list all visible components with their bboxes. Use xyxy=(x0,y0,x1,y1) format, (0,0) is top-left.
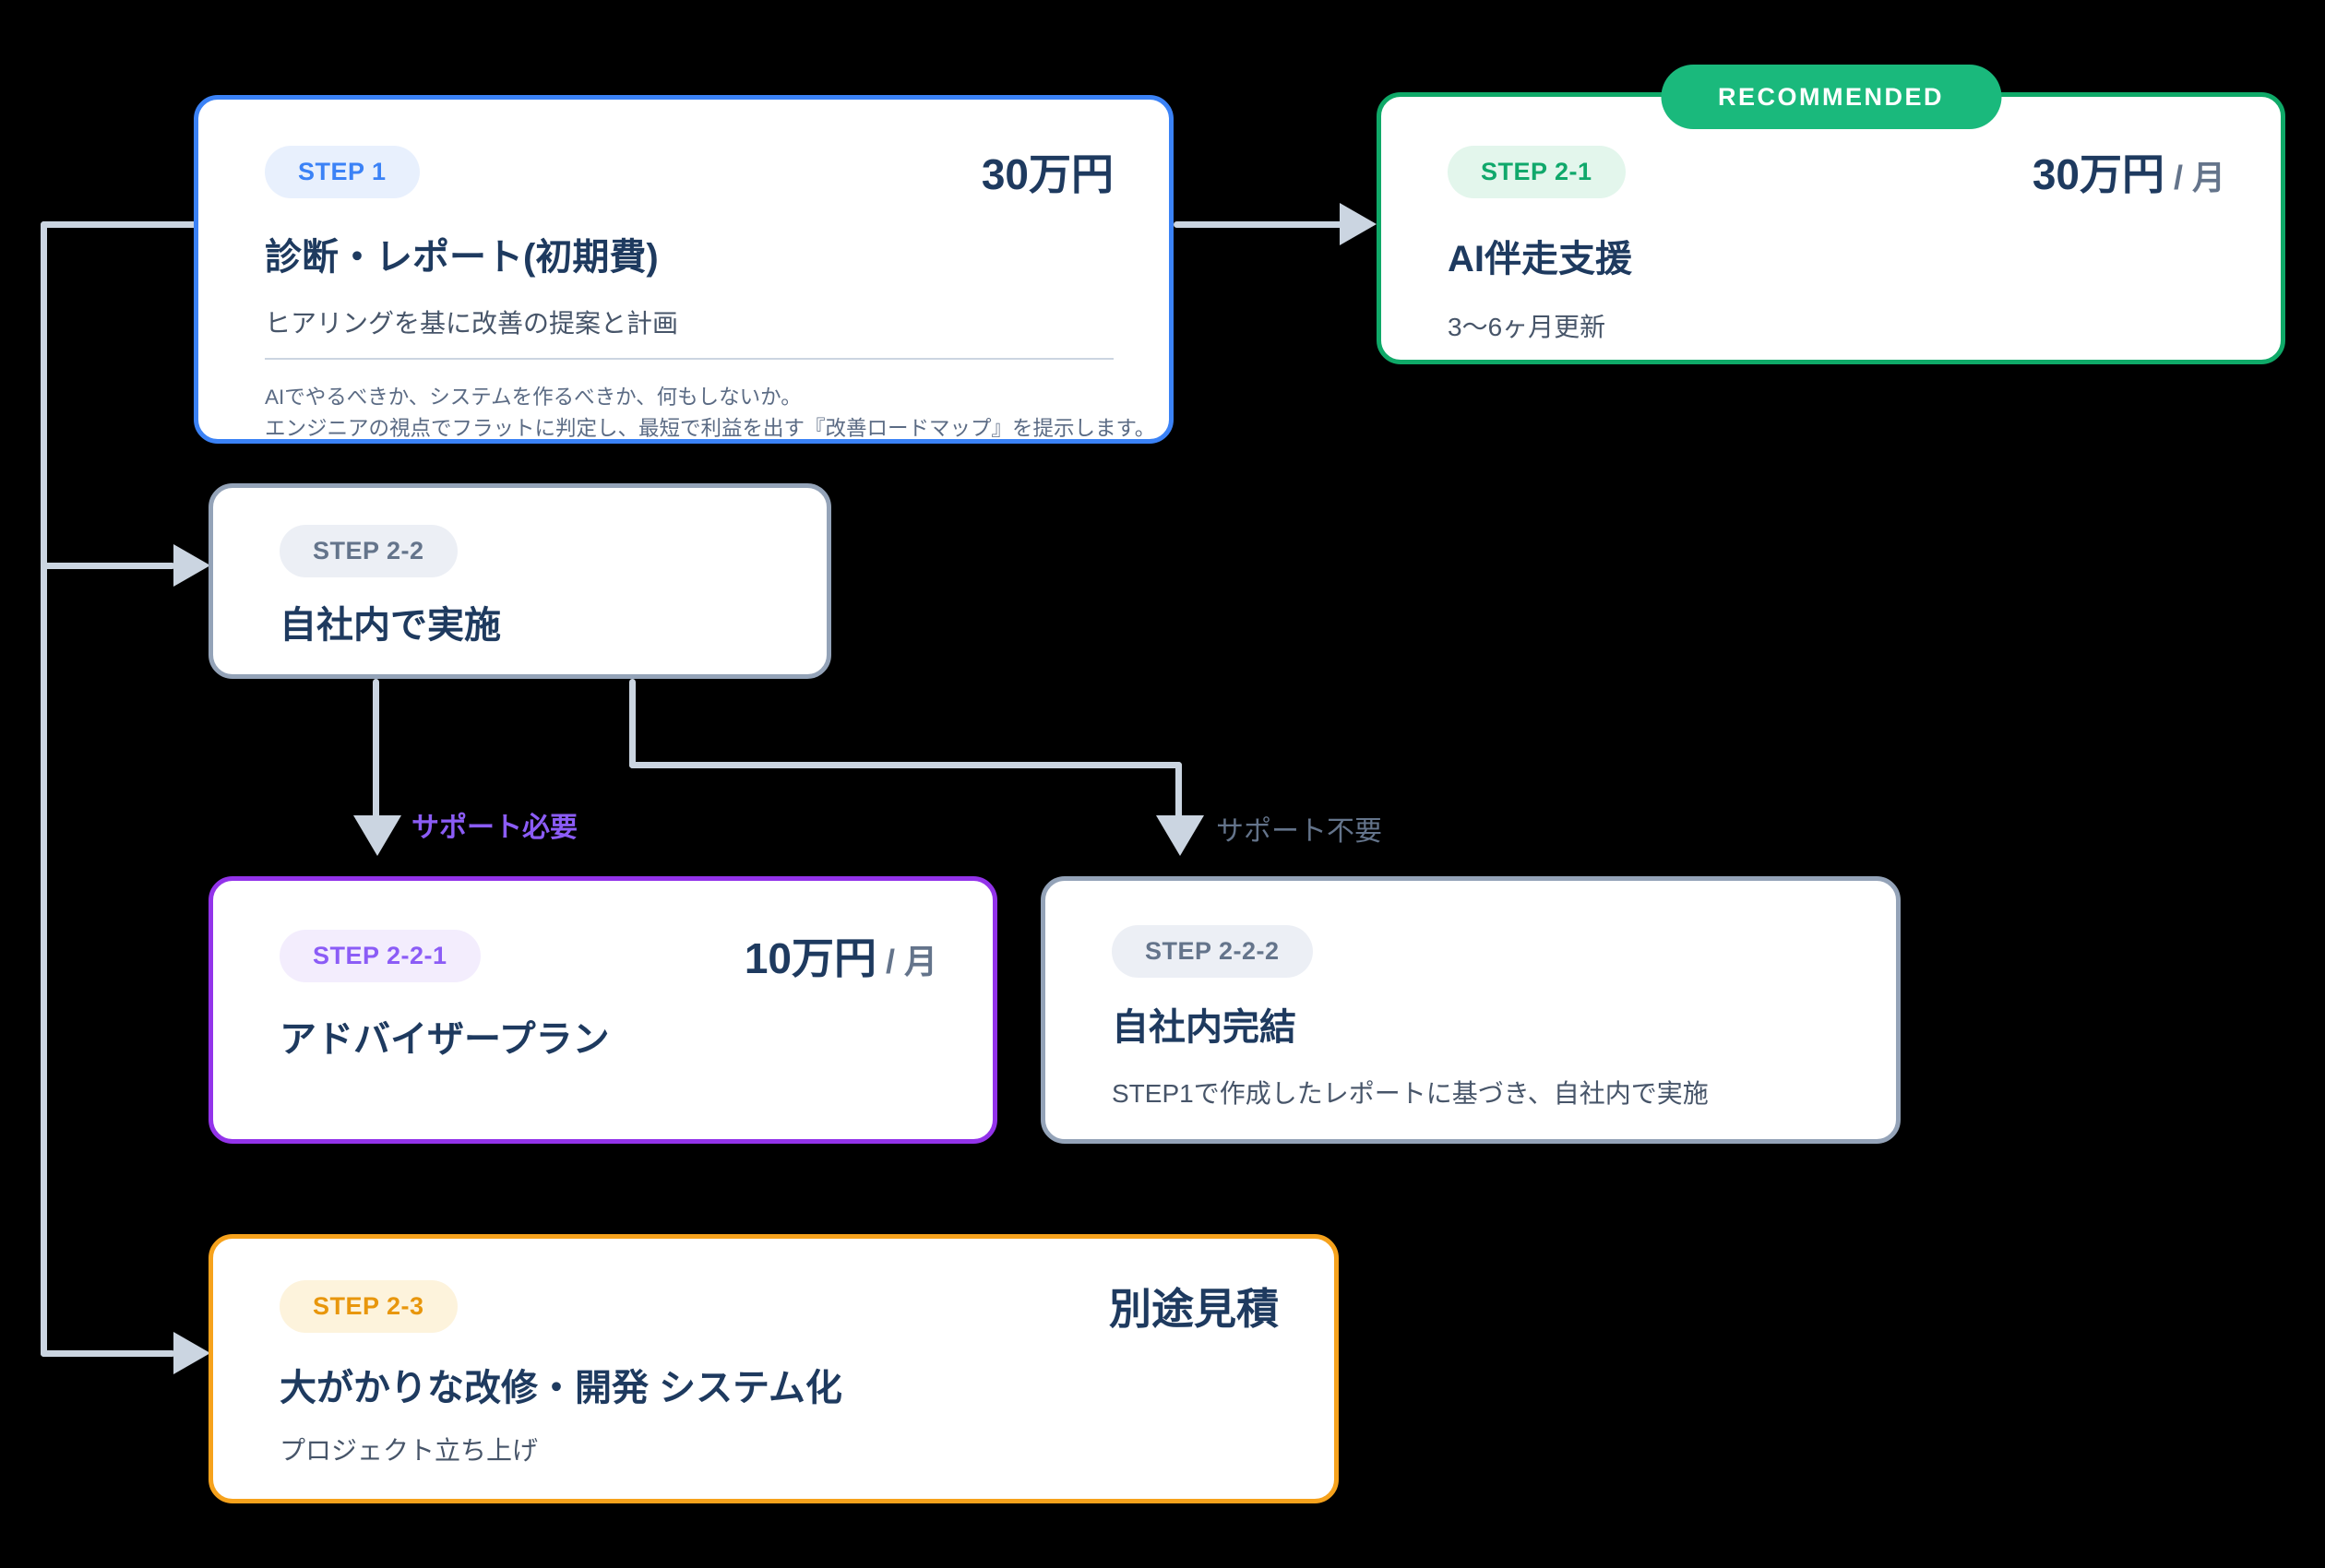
card-title: 自社内で実施 xyxy=(280,605,501,646)
connector-step22-branch-right-drop xyxy=(629,679,636,768)
connector-trunk-to-step23 xyxy=(41,1350,175,1357)
branch-label-support-needed: サポート必要 xyxy=(411,813,578,843)
card-title: アドバイザープラン xyxy=(280,1019,610,1060)
note-line: AIでやるべきか、システムを作るべきか、何もしないか。 xyxy=(265,386,802,410)
card-step-2-2: STEP 2-2 自社内で実施 xyxy=(209,483,831,679)
connector-step22-branch-right-vertical xyxy=(1175,762,1182,819)
card-description: 3〜6ヶ月更新 xyxy=(1448,313,1606,341)
arrowhead-into-step23 xyxy=(173,1332,210,1374)
step-badge: STEP 2-2-2 xyxy=(1112,925,1313,978)
arrowhead-into-step221 xyxy=(353,815,401,856)
price: 30万円 xyxy=(981,150,1114,198)
note-line: エンジニアの視点でフラットに判定し、最短で利益を出す『改善ロードマップ』を提示し… xyxy=(265,416,1156,440)
card-step-2-3: STEP 2-3 別途見積 大がかりな改修・開発 システム化 プロジェクト立ち上… xyxy=(209,1234,1339,1503)
arrowhead-into-step222 xyxy=(1156,815,1204,856)
card-title: 診断・レポート(初期費) xyxy=(265,237,659,278)
connector-trunk-vertical xyxy=(41,221,47,1357)
connector-step1-to-step21 xyxy=(1174,221,1343,228)
recommended-badge: RECOMMENDED xyxy=(1660,65,2002,129)
arrowhead-into-step21 xyxy=(1340,203,1377,245)
connector-trunk-to-step22 xyxy=(41,563,175,569)
divider xyxy=(265,358,1114,361)
connector-step22-branch-left-vertical xyxy=(373,679,379,819)
price: 30万円 xyxy=(2032,150,2164,198)
step-badge: STEP 2-1 xyxy=(1448,145,1626,198)
step-badge: STEP 2-3 xyxy=(280,1279,458,1333)
connector-step22-branch-right-horizontal xyxy=(629,762,1182,768)
card-description: ヒアリングを基に改善の提案と計画 xyxy=(265,309,679,338)
card-title: 自社内完結 xyxy=(1112,1007,1296,1048)
price: 10万円 xyxy=(744,934,876,982)
card-description: プロジェクト立ち上げ xyxy=(280,1436,539,1465)
price-unit: / 月 xyxy=(885,943,937,980)
price-unit: / 月 xyxy=(2173,159,2225,196)
step-badge: STEP 1 xyxy=(265,145,420,198)
connector-trunk-to-step1 xyxy=(41,221,197,228)
card-description: STEP1で作成したレポートに基づき、自社内で実施 xyxy=(1112,1079,1709,1108)
price: 別途見積 xyxy=(1109,1285,1279,1333)
step-badge: STEP 2-2 xyxy=(280,525,458,577)
step-badge: STEP 2-2-1 xyxy=(280,929,481,982)
card-step-2-2-1: STEP 2-2-1 10万円/ 月 アドバイザープラン xyxy=(209,876,997,1144)
card-title: AI伴走支援 xyxy=(1448,239,1632,279)
card-notes: AIでやるべきか、システムを作るべきか、何もしないか。 エンジニアの視点でフラッ… xyxy=(265,382,1156,445)
arrowhead-into-step22 xyxy=(173,544,210,587)
card-step-1: STEP 1 30万円 診断・レポート(初期費) ヒアリングを基に改善の提案と計… xyxy=(194,95,1174,444)
card-title: 大がかりな改修・開発 システム化 xyxy=(280,1368,842,1408)
card-step-2-2-2: STEP 2-2-2 自社内完結 STEP1で作成したレポートに基づき、自社内で… xyxy=(1041,876,1901,1144)
card-step-2-1: RECOMMENDED STEP 2-1 30万円/ 月 AI伴走支援 3〜6ヶ… xyxy=(1377,65,2285,364)
branch-label-support-not-needed: サポート不要 xyxy=(1216,816,1382,847)
